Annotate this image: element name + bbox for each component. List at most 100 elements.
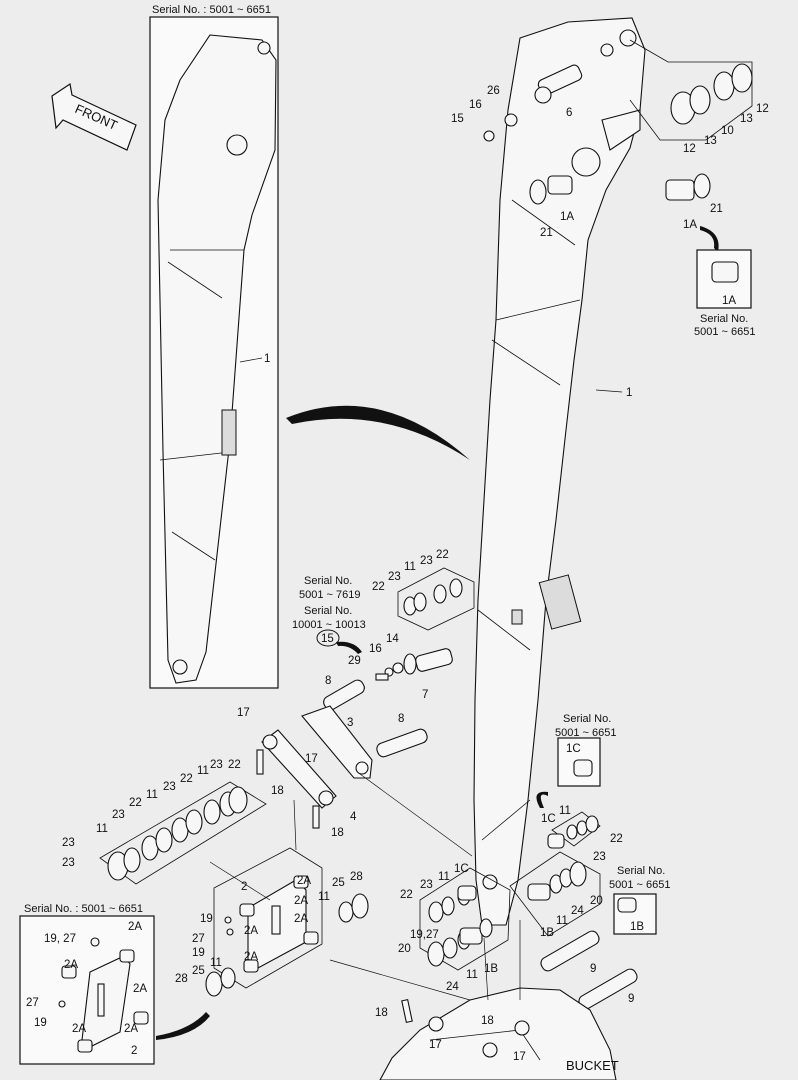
callout-1B-a: 1B bbox=[540, 927, 554, 939]
callout-15: 15 bbox=[451, 113, 464, 125]
inset-1A-serial2: 5001 ~ 6651 bbox=[694, 326, 755, 338]
leader-lines bbox=[209, 773, 521, 1001]
inset-callout-27: 27 bbox=[26, 997, 39, 1009]
callout-27a: 27 bbox=[192, 933, 205, 945]
callout-19b: 19 bbox=[192, 947, 205, 959]
inset-1B-part: 1B bbox=[630, 921, 644, 933]
callout-1B-b: 1B bbox=[484, 963, 498, 975]
inset-boom-drawing bbox=[157, 34, 277, 684]
callout-11-rb: 11 bbox=[556, 915, 568, 927]
callout-12b: 12 bbox=[683, 143, 696, 155]
callout-9a: 9 bbox=[590, 963, 596, 975]
callout-L8: 22 bbox=[180, 773, 193, 785]
inset-1B-serial1: Serial No. bbox=[617, 865, 665, 877]
inset-callout-2A-2: 2A bbox=[64, 959, 78, 971]
callout-13a: 13 bbox=[740, 113, 753, 125]
callout-L1: 23 bbox=[62, 857, 75, 869]
inset-callout-2A-1: 2A bbox=[128, 921, 142, 933]
callout-11-m: 11 bbox=[404, 561, 416, 573]
inset-link-drawing bbox=[58, 937, 149, 1053]
front-arrow-icon: FRONT bbox=[51, 82, 137, 151]
circled-15-marker bbox=[316, 629, 340, 647]
callout-1-main: 1 bbox=[626, 387, 632, 399]
inset-callout-2: 2 bbox=[131, 1045, 137, 1057]
bushing-1C-icon bbox=[573, 759, 593, 777]
callout-L10: 23 bbox=[210, 759, 223, 771]
callout-9b: 9 bbox=[628, 993, 634, 1005]
callout-21a: 21 bbox=[710, 203, 723, 215]
callout-23-ra: 23 bbox=[593, 851, 606, 863]
callout-17-ra: 17 bbox=[429, 1039, 442, 1051]
callout-6: 6 bbox=[566, 107, 572, 119]
callout-19a: 19 bbox=[200, 913, 213, 925]
callout-26: 26 bbox=[487, 85, 500, 97]
link-2-group bbox=[205, 847, 369, 997]
inset-link-serial: Serial No. : 5001 ~ 6651 bbox=[24, 903, 143, 915]
callout-22-m2: 22 bbox=[436, 549, 449, 561]
callout-25b: 25 bbox=[332, 877, 345, 889]
callout-1A-left: 1A bbox=[560, 211, 574, 223]
callout-24-rb: 24 bbox=[446, 981, 459, 993]
callout-8a: 8 bbox=[325, 675, 331, 687]
callout-L3: 11 bbox=[96, 823, 108, 835]
callout-14: 14 bbox=[386, 633, 399, 645]
callout-28b: 28 bbox=[350, 871, 363, 883]
callout-1A-right: 1A bbox=[683, 219, 697, 231]
callout-8b: 8 bbox=[398, 713, 404, 725]
callout-L4: 23 bbox=[112, 809, 125, 821]
inset-callout-2A-3: 2A bbox=[133, 983, 147, 995]
callout-28a: 28 bbox=[175, 973, 188, 985]
inset-callout-2A-4: 2A bbox=[72, 1023, 86, 1035]
left-washer-group bbox=[99, 781, 267, 885]
callout-18-ra: 18 bbox=[375, 1007, 388, 1019]
serial-note-2: 5001 ~ 7619 bbox=[299, 589, 360, 601]
callout-17b: 17 bbox=[305, 753, 318, 765]
callout-L7: 23 bbox=[163, 781, 176, 793]
callout-18a: 18 bbox=[271, 785, 284, 797]
bucket-drawing bbox=[379, 987, 617, 1080]
serial-note-1: Serial No. bbox=[304, 575, 352, 587]
callout-2A-a: 2A bbox=[297, 875, 311, 887]
inset-1A-pointer bbox=[700, 226, 719, 252]
callout-16: 16 bbox=[469, 99, 482, 111]
inset-1C-serial1: Serial No. bbox=[563, 713, 611, 725]
callout-11-ra: 11 bbox=[559, 805, 571, 817]
callout-20-rb: 20 bbox=[398, 943, 411, 955]
callout-1C-a: 1C bbox=[541, 813, 556, 825]
inset-1A-frame bbox=[696, 249, 752, 309]
inset-callout-19-27: 19, 27 bbox=[44, 933, 76, 945]
bushing-1B-icon bbox=[617, 897, 637, 913]
callout-20-ra: 20 bbox=[590, 895, 603, 907]
mid-washer-group bbox=[397, 567, 475, 631]
pin-7-group bbox=[375, 648, 453, 681]
callout-4: 4 bbox=[350, 811, 357, 823]
callout-L11: 22 bbox=[228, 759, 241, 771]
callout-23-rb: 23 bbox=[420, 879, 433, 891]
callout-17-rb: 17 bbox=[513, 1051, 526, 1063]
callout-21b: 21 bbox=[540, 227, 553, 239]
callout-11-r: 11 bbox=[318, 891, 330, 903]
callout-2A-b: 2A bbox=[294, 895, 308, 907]
callout-29: 29 bbox=[348, 655, 361, 667]
inset-1C-serial2: 5001 ~ 6651 bbox=[555, 727, 616, 739]
callout-L9: 11 bbox=[197, 765, 209, 777]
callout-2A-d: 2A bbox=[244, 925, 258, 937]
callout-23-m2: 23 bbox=[420, 555, 433, 567]
inset-1C-part: 1C bbox=[566, 743, 581, 755]
callout-22-m1: 22 bbox=[372, 581, 385, 593]
callout-10: 10 bbox=[721, 125, 734, 137]
callout-L5: 22 bbox=[129, 797, 142, 809]
callout-17a: 17 bbox=[237, 707, 250, 719]
callout-1C-b: 1C bbox=[454, 863, 469, 875]
right-washer-group bbox=[419, 811, 601, 971]
main-boom-drawing bbox=[473, 17, 646, 926]
callout-1-inset: 1 bbox=[264, 353, 270, 365]
callout-16-m: 16 bbox=[369, 643, 382, 655]
callout-19-27-r: 19,27 bbox=[410, 929, 439, 941]
callout-3: 3 bbox=[347, 717, 353, 729]
inset-pointer bbox=[286, 405, 470, 460]
callout-23-m1: 23 bbox=[388, 571, 401, 583]
bucket-label: BUCKET bbox=[566, 1058, 619, 1073]
